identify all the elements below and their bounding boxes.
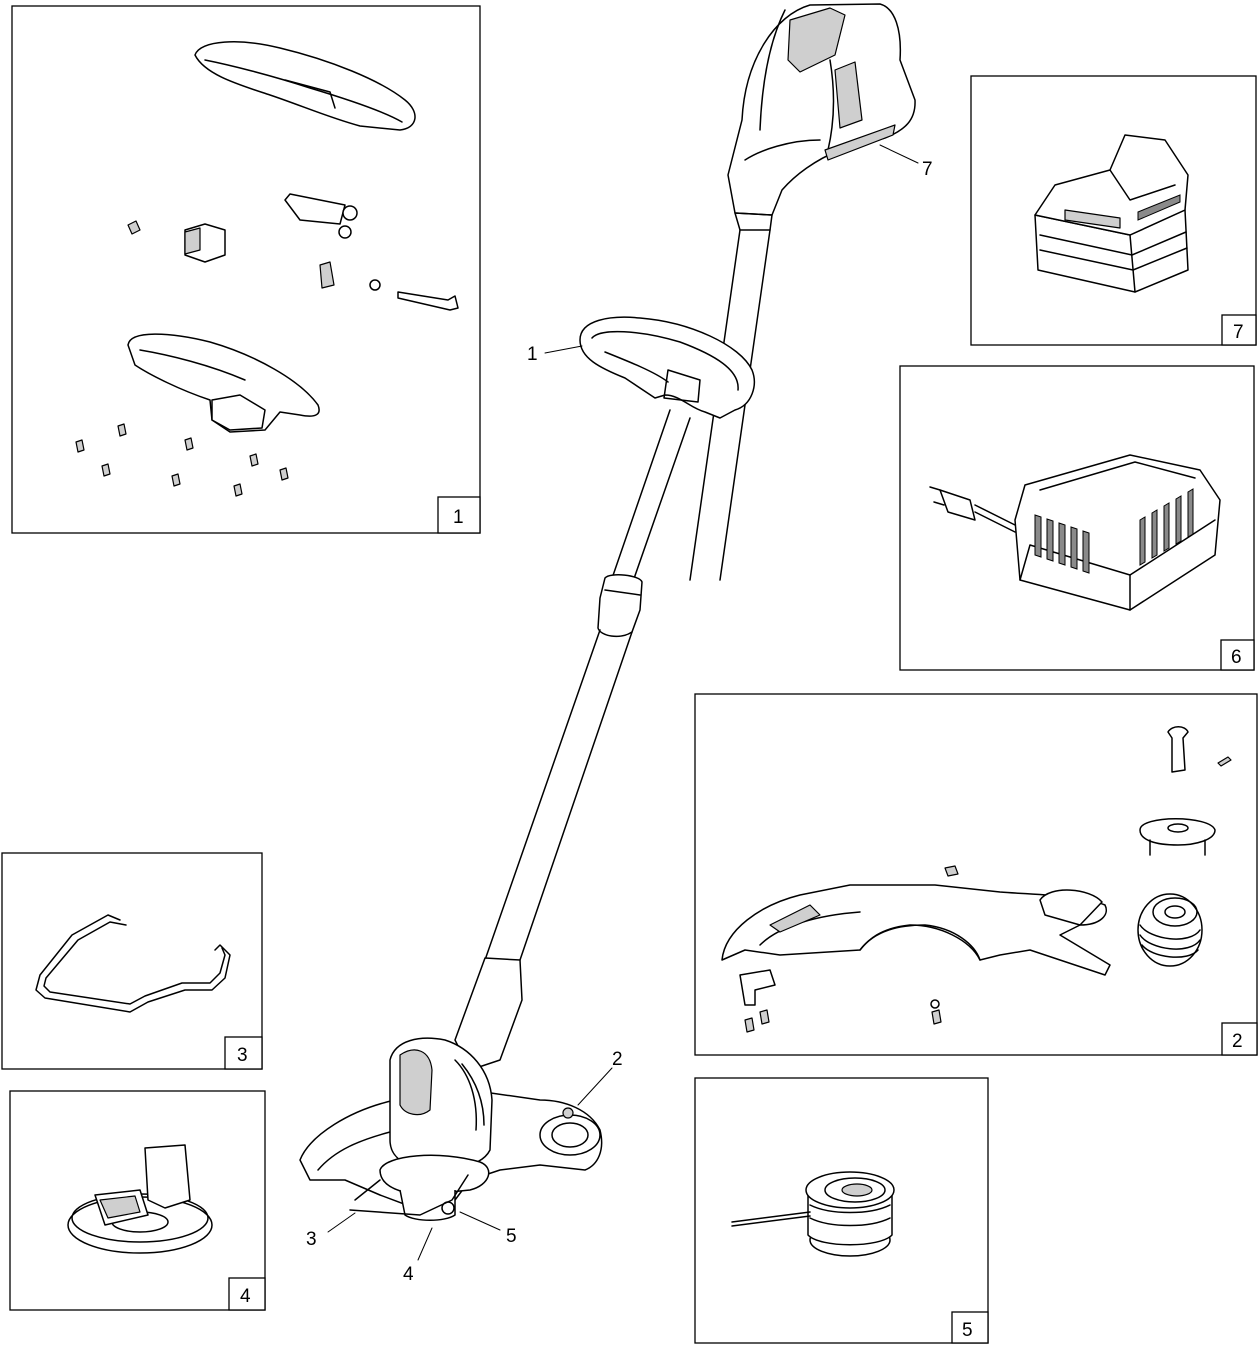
panel-charger: 6 (899, 365, 1255, 671)
panel-spool-and-line: 5 (694, 1077, 989, 1344)
callout-label-handle: 1 (527, 344, 538, 365)
callout-battery: 7 (879, 144, 933, 180)
panel-number-2: 2 (1232, 1031, 1243, 1052)
callout-label-spool-cover: 4 (403, 1264, 414, 1285)
callout-guard: 2 (577, 1049, 623, 1106)
screws (75, 423, 289, 497)
panel-number-3: 3 (237, 1045, 248, 1066)
panel-guard-kit: 2 (694, 693, 1258, 1056)
callout-label-battery: 7 (922, 159, 933, 180)
callout-edge-guide: 3 (306, 1212, 356, 1250)
panel-number-4: 4 (240, 1286, 251, 1307)
callout-label-guard: 2 (612, 1049, 623, 1070)
auxiliary-handle (579, 316, 756, 419)
panel-number-6: 6 (1231, 647, 1242, 668)
callout-spool-cover: 4 (403, 1227, 433, 1285)
callout-label-edge-guide: 3 (306, 1229, 317, 1250)
callout-handle: 1 (527, 344, 583, 365)
string-trimmer-assembly (299, 3, 916, 1221)
callout-label-spool: 5 (506, 1226, 517, 1247)
panel-spool-cover: 4 (9, 1090, 266, 1311)
trimmer-handle-housing (727, 3, 916, 231)
charger-vents (1034, 488, 1194, 574)
panel-number-5: 5 (962, 1320, 973, 1341)
panel-number-1: 1 (453, 507, 464, 528)
panel-number-7: 7 (1233, 322, 1244, 343)
panel-auxiliary-handle-kit: 1 (11, 5, 481, 534)
callout-spool: 5 (459, 1211, 517, 1247)
panel-edge-guide: 3 (1, 852, 263, 1070)
trimmer-head (299, 957, 603, 1221)
panel-battery: 7 (970, 75, 1257, 346)
